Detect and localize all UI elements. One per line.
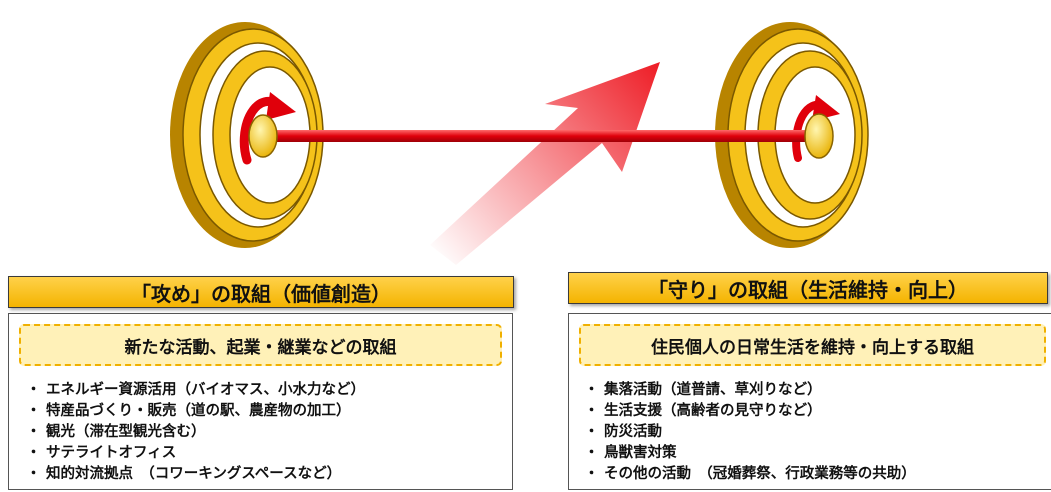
bullet: ・ <box>26 403 41 419</box>
list-item-text: エネルギー資源活用（バイオマス、小水力など） <box>46 382 365 398</box>
list-item: ・集落活動（道普請、草刈りなど） <box>579 378 916 399</box>
list-item: ・知的対流拠点 （コワーキングスペースなど） <box>21 462 365 483</box>
offense-panel-subtitle: 新たな活動、起業・継業などの取組 <box>19 324 502 366</box>
wheels-illustration <box>170 22 869 265</box>
list-item: ・観光（滞在型観光含む） <box>21 420 365 441</box>
offense-items-list: ・エネルギー資源活用（バイオマス、小水力など） ・特産品づくり・販売（道の駅、農… <box>21 378 365 483</box>
offense-panel-body: 新たな活動、起業・継業などの取組 ・エネルギー資源活用（バイオマス、小水力など）… <box>8 313 513 490</box>
bullet: ・ <box>26 424 41 440</box>
bullet: ・ <box>26 466 41 482</box>
list-item: ・エネルギー資源活用（バイオマス、小水力など） <box>21 378 365 399</box>
defense-panel-subtitle: 住民個人の日常生活を維持・向上する取組 <box>579 324 1046 366</box>
list-item-text: 生活支援（高齢者の見守りなど） <box>604 403 822 419</box>
right-hub <box>804 113 834 159</box>
bullet: ・ <box>26 445 41 461</box>
list-item: ・サテライトオフィス <box>21 441 365 462</box>
bullet: ・ <box>584 382 599 398</box>
list-item-text: サテライトオフィス <box>46 445 177 461</box>
list-item: ・その他の活動 （冠婚葬祭、行政業務等の共助） <box>579 462 916 483</box>
left-hub <box>248 114 278 158</box>
list-item-text: 観光（滞在型観光含む） <box>46 424 206 440</box>
bullet: ・ <box>584 466 599 482</box>
bullet: ・ <box>584 403 599 419</box>
bullet: ・ <box>584 424 599 440</box>
bullet: ・ <box>26 382 41 398</box>
axle <box>263 130 809 142</box>
list-item-text: その他の活動 （冠婚葬祭、行政業務等の共助） <box>604 466 916 482</box>
left-wheel <box>170 22 324 248</box>
offense-panel-title: 「攻め」の取組（価値創造） <box>8 276 514 308</box>
defense-panel-title: 「守り」の取組（生活維持・向上） <box>568 272 1048 304</box>
list-item-text: 防災活動 <box>604 424 662 440</box>
growth-arrow <box>430 62 660 265</box>
bullet: ・ <box>584 445 599 461</box>
list-item: ・生活支援（高齢者の見守りなど） <box>579 399 916 420</box>
list-item-text: 特産品づくり・販売（道の駅、農産物の加工） <box>46 403 351 419</box>
left-rotation-arrow-icon <box>239 92 296 165</box>
growth-arrow-shape <box>430 62 660 265</box>
defense-panel-body: 住民個人の日常生活を維持・向上する取組 ・集落活動（道普請、草刈りなど） ・生活… <box>568 313 1051 490</box>
list-item: ・防災活動 <box>579 420 916 441</box>
list-item-text: 集落活動（道普請、草刈りなど） <box>604 382 822 398</box>
list-item-text: 鳥獣害対策 <box>604 445 677 461</box>
list-item: ・鳥獣害対策 <box>579 441 916 462</box>
defense-items-list: ・集落活動（道普請、草刈りなど） ・生活支援（高齢者の見守りなど） ・防災活動 … <box>579 378 916 483</box>
list-item-text: 知的対流拠点 （コワーキングスペースなど） <box>46 466 342 482</box>
list-item: ・特産品づくり・販売（道の駅、農産物の加工） <box>21 399 365 420</box>
